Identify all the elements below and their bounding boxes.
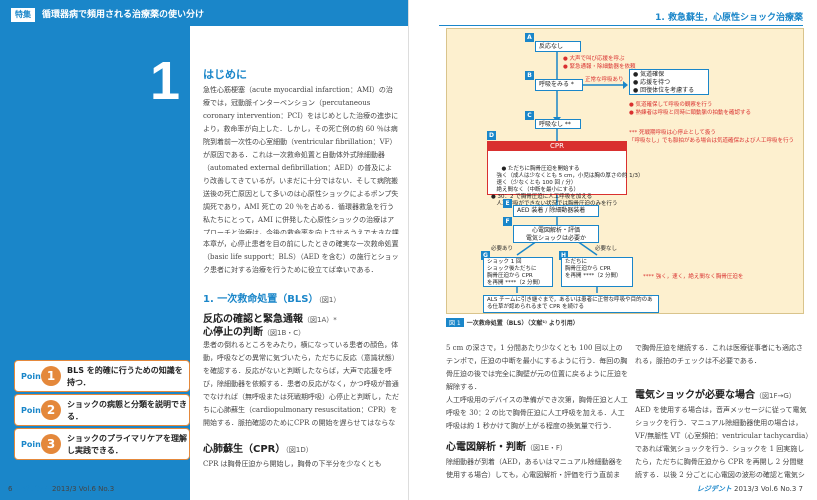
response-paragraph: 患者の倒れるところをみたり，横になっている患者の顔色，体動，呼吸などの異常に気づ… <box>203 341 399 427</box>
point-label: Point <box>21 372 45 381</box>
affiliation-3: 心肺蘇生・救急心血管治療 部長 <box>316 274 402 281</box>
compression-continue-paragraph: で胸骨圧迫を継続する．これは医療従事者にも適応される，脈拍のチェックは不必要であ… <box>635 344 803 365</box>
running-head: 1. 救急蘇生，心原性ショック治療薬 <box>655 13 803 23</box>
step-b-right-note: ● 気道確保して呼吸の観察を行う ● 熟練者は呼吸と同時に頸動脈の拍動を確認する <box>629 102 752 116</box>
continue-cpr-box: ALS チームに引き継ぐまで，あるいは患者に正常な呼吸や目的のある仕草が認められ… <box>483 295 659 313</box>
point-text: BLS を的確に行うための知識を持つ． <box>67 366 183 387</box>
step-c-box: 呼吸なし ** <box>535 119 581 129</box>
ecg-paragraph: 除細動器が到着（AED，あるいはマニュアル除細動器を使用する場合）しても，心電図… <box>446 458 623 479</box>
feature-title: 循環器病で頻用される治療薬の使い分け <box>42 10 205 20</box>
subheading-cpr: 心肺蘇生（CPR）（図1D） <box>203 440 313 455</box>
aed-box: AED 装着 / 除細動器装着 <box>513 205 599 217</box>
cpr-box-header: CPR <box>488 142 626 151</box>
figure-ref: （図1F→G） <box>755 392 796 400</box>
point-number-badge: 2 <box>41 400 61 420</box>
subheading-text: 心電図解析・判断 <box>446 442 526 453</box>
left-footer: 6 レジデント 2013/3 Vol.6 No.3 <box>8 484 114 494</box>
step-label-h: H <box>559 251 568 260</box>
right-footer: レジデント 2013/3 Vol.6 No.3 7 <box>697 484 803 494</box>
subheading-shock-needed: 電気ショックが必要な場合（図1F→G） <box>635 386 796 401</box>
shock-needed-label: 必要あり <box>491 246 514 252</box>
running-head-rule <box>439 25 803 26</box>
figure-ref: （図1E・F） <box>526 444 567 452</box>
cpr-paragraph: CPR は胸骨圧迫から開始し，胸骨の下半分を少なくとも <box>203 460 382 468</box>
affiliation-2: 2) 日本大学医学部 教授，駿河台日本大学病院 循環器内科 <box>246 266 402 273</box>
recovery-box: ● 気道確保 ● 応援を待つ ● 回復体位を考慮する <box>629 69 709 95</box>
journal-name: レジデント <box>14 485 50 493</box>
point-label: Point <box>21 440 45 449</box>
figure-ref: （図1B・C） <box>263 329 306 337</box>
step-label-g: G <box>481 251 490 260</box>
point-number-badge: 1 <box>41 366 61 386</box>
left-page: 特集 循環器病で頻用される治療薬の使い分け 1 救急蘇生, 心原性ショック 治療… <box>0 0 408 500</box>
chapter-number: 1 <box>150 51 181 111</box>
step-b-side-note: 正常な呼吸あり <box>585 77 624 83</box>
step-h-note: **** 強く，速く，絶え間なく胸骨圧迫を <box>643 274 744 280</box>
subheading-ecg: 心電図解析・判断（図1E・F） <box>446 438 567 453</box>
step-label-c: C <box>525 111 534 120</box>
affiliation-1: 1) 駿河台日本大学病院 内科学分野 循環器内科 助教 <box>262 258 402 265</box>
shock-box: ショック 1 回 ショック後ただちに 胸骨圧迫から CPR を再開 ****（2… <box>483 257 553 287</box>
step-label-f: F <box>503 217 512 226</box>
step-label-a: A <box>525 33 534 42</box>
issue-info: 2013/3 Vol.6 No.3 <box>51 485 115 493</box>
figure-caption-text: 一次救命処置（BLS）（文献¹⁾ より引用） <box>466 320 579 327</box>
step-c-note: *** 死戦期呼吸は心停止として扱う 「呼吸なし」でも脈拍がある場合は気道確保お… <box>629 130 795 144</box>
step-label-d: D <box>487 131 496 140</box>
ecg-evaluation-box: 心電図解析・評価 電気ショックは必要か <box>513 225 599 243</box>
no-shock-box: ただちに 胸骨圧迫から CPR を再開 ****（2 分間） <box>561 257 633 287</box>
figure-label: 図 1 <box>446 318 464 327</box>
section-heading-text: 1. 一次救命処置（BLS） <box>203 294 319 305</box>
point-item: Point 1 BLS を的確に行うための知識を持つ． <box>14 360 190 392</box>
ventilation-paragraph: 人工呼吸用のデバイスの準備ができ次第，胸骨圧迫と人工呼吸を 30：2 の比で胸骨… <box>446 396 628 430</box>
step-label-b: B <box>525 71 534 80</box>
subheading-arrest: 心停止の判断（図1B・C） <box>203 323 305 338</box>
subheading-text: 心停止の判断 <box>203 327 263 338</box>
author-names: 古屋真吾¹⁾ 長尾 建²⁾ <box>297 242 402 253</box>
right-page: 1. 救急蘇生，心原性ショック治療薬 A 反応なし <box>409 0 817 500</box>
subheading-text: 電気ショックが必要な場合 <box>635 390 755 401</box>
point-label: Point <box>21 406 45 415</box>
header-strip: 特集 循環器病で頻用される治療薬の使い分け <box>0 0 408 26</box>
point-item: Point 3 ショックのプライマリケアを理解し実践できる． <box>14 428 190 460</box>
feature-tag: 特集 <box>11 8 35 22</box>
figure-ref: （図1A）* <box>303 316 337 324</box>
cpr-box-text: ● ただちに胸骨圧迫を開始する 強く（成人は少なくとも 5 cm，小児は胸の厚さ… <box>491 166 644 207</box>
chapter-title-line-1: 救急蘇生, <box>299 121 400 147</box>
intro-heading: はじめに <box>203 68 247 81</box>
step-label-e: E <box>503 199 512 208</box>
intro-paragraph-1: 急性心筋梗塞（acute myocardial infarction：AMI）の… <box>203 86 399 234</box>
point-text: ショックのプライマリケアを理解し実践できる． <box>67 434 187 455</box>
page-gutter <box>408 0 409 500</box>
journal-name: レジデント <box>696 485 732 493</box>
point-text: ショックの病態と分類を説明できる． <box>67 400 187 421</box>
point-number-badge: 3 <box>41 434 61 454</box>
step-b-box: 呼吸をみる * <box>535 79 583 91</box>
chapter-title-line-2: 心原性ショック <box>239 151 400 177</box>
step-a-note: ● 大声で叫び応援を呼ぶ ● 緊急通報・除細動器を依頼 <box>563 56 636 70</box>
chapter-title-line-3: 治療薬 <box>331 181 400 207</box>
issue-info: 2013/3 Vol.6 No.3 <box>733 485 797 493</box>
cpr-continued-paragraph: 5 cm の深さで，1 分間あたり少なくとも 100 回以上のテンポで，圧迫の中… <box>446 344 628 391</box>
shock-not-needed-label: 必要なし <box>595 246 618 252</box>
subheading-response: 反応の確認と緊急通報（図1A）* <box>203 310 337 325</box>
subheading-text: 反応の確認と緊急通報 <box>203 314 303 325</box>
subheading-text: 心肺蘇生（CPR） <box>203 444 286 455</box>
shock-paragraph: AED を使用する場合は，音声メッセージに従って電気ショックを行う．マニュアル除… <box>635 406 809 479</box>
step-a-box: 反応なし <box>535 41 581 52</box>
section-heading-bls: 1. 一次救命処置（BLS）（図1） <box>203 290 340 305</box>
figure-ref: （図1） <box>318 296 341 304</box>
cpr-box: CPR ● ただちに胸骨圧迫を開始する 強く（成人は少なくとも 5 cm，小児は… <box>487 141 643 207</box>
intro-paragraph-2: 本章が，心停止患者を目の前にしたときの確実な一次救命処置（basic life … <box>203 240 399 274</box>
bls-flowchart: A 反応なし ● 大声で叫び応援を呼ぶ ● 緊急通報・除細動器を依頼 B 呼吸を… <box>446 28 804 314</box>
figure-ref: （図1D） <box>285 446 313 454</box>
page-number: 6 <box>8 485 13 493</box>
page-number: 7 <box>798 485 803 493</box>
point-item: Point 2 ショックの病態と分類を説明できる． <box>14 394 190 426</box>
